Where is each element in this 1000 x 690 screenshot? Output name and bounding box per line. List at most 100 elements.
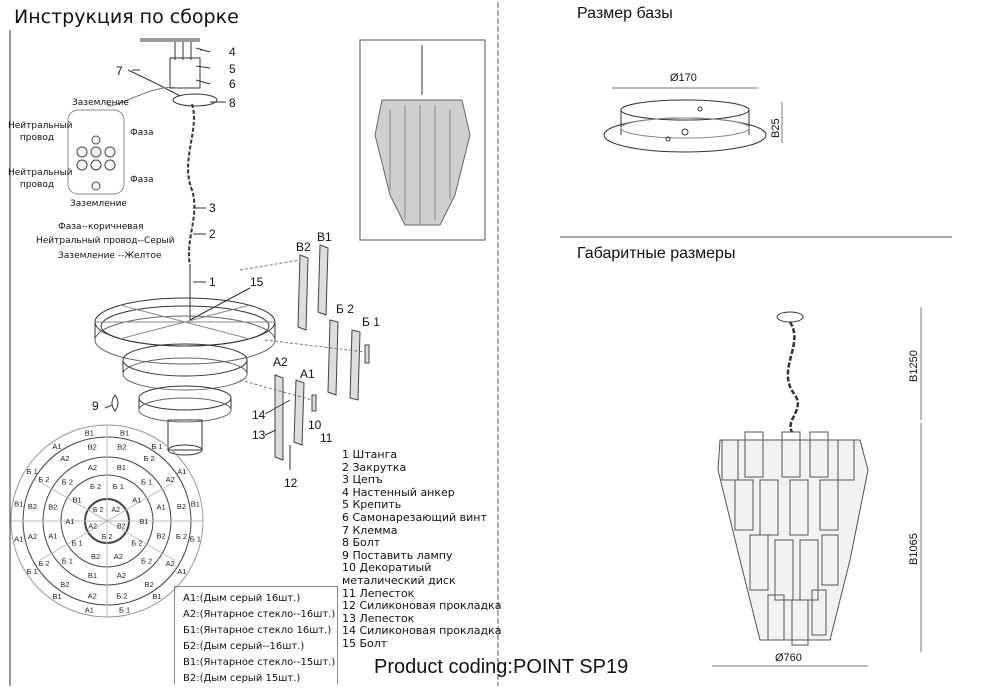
ring-petal-label: B1 — [14, 499, 23, 508]
dim-base-diameter: Ø170 — [670, 72, 697, 84]
callout-1: 1 — [209, 275, 216, 289]
ring-petal-label: A1 — [48, 532, 57, 541]
parts-list-item: 9 Поставить лампу — [342, 548, 453, 562]
ring-petal-label: A2 — [88, 592, 97, 601]
glass-legend: A1:(Дым серый 16шт.)A2:(Янтарное стекло-… — [174, 586, 338, 684]
ring-petal-label: Б 1 — [141, 477, 152, 486]
wiring-phase-top: Фаза — [130, 128, 154, 138]
callout-leaders — [104, 47, 291, 470]
ring-petal-label: Б 1 — [119, 605, 130, 614]
petal-label-be2: Б 2 — [336, 302, 354, 316]
product-photo — [374, 45, 471, 226]
ring-petal-label: A2 — [166, 559, 175, 568]
terminal-screws — [76, 135, 116, 191]
dim-body-diameter: Ø760 — [775, 652, 802, 664]
ring-petal-label: Б 2 — [144, 454, 155, 463]
parts-list-item: 2 Закрутка — [342, 460, 407, 474]
callout-7: 7 — [116, 64, 123, 78]
wiring-ground-bottom: Заземление — [70, 199, 127, 209]
wiring-ground-top: Заземление — [72, 98, 129, 108]
ring-petal-label: B1 — [85, 429, 94, 438]
ring-petal-label: A2 — [88, 463, 97, 472]
ring-petal-label: Б 2 — [116, 592, 127, 601]
parts-list-item: 1 Штанга — [342, 448, 398, 461]
ring-petal-label: B2 — [91, 552, 100, 561]
ring-petal-label: Б 1 — [62, 557, 73, 566]
ring-petal-label: A1 — [177, 467, 186, 476]
ring-petal-label: B1 — [139, 517, 148, 526]
glass-legend-item: Б1:(Янтарное стекло 16шт.) — [183, 625, 332, 636]
parts-list-item: 4 Настенный анкер — [342, 485, 455, 499]
ring-petal-label: Б 2 — [131, 539, 142, 548]
callout-8: 8 — [229, 96, 236, 110]
callout-11: 11 — [320, 431, 333, 445]
petals-exploded — [274, 244, 370, 461]
callout-10: 10 — [308, 418, 322, 432]
assembly-guides — [239, 259, 366, 401]
ring-petal-label: B2 — [117, 524, 126, 531]
ring-petal-label: Б 2 — [141, 557, 152, 566]
petal-label-b2: B2 — [296, 240, 311, 254]
base-drawing — [603, 87, 783, 153]
wiring-phase-bottom: Фаза — [130, 175, 154, 185]
glass-legend-item: Б2:(Дым серый--16шт.) — [183, 641, 305, 652]
ring-petal-label: B1 — [152, 592, 161, 601]
ring-petal-label: B1 — [191, 499, 200, 508]
ring-petal-label: Б 1 — [151, 442, 162, 451]
glass-legend-item: A2:(Янтарное стекло--16шт.) — [183, 609, 336, 620]
chain — [187, 103, 196, 266]
ring-petal-label: A2 — [60, 454, 69, 463]
parts-list-item: 15 Болт — [342, 636, 388, 650]
ring-petal-label: B1 — [52, 592, 61, 601]
ring-petal-label: B1 — [73, 495, 82, 504]
ring-petal-label: B2 — [48, 503, 57, 512]
ring-petal-label: A2 — [28, 532, 37, 541]
parts-list-item: 14 Силиконовая прокладка — [342, 624, 502, 638]
callout-2: 2 — [209, 227, 216, 241]
petal-label-b1: B1 — [317, 230, 332, 244]
petal-label-a1: A1 — [300, 367, 315, 381]
parts-list-item: 12 Силиконовая прокладка — [342, 599, 502, 613]
parts-list-item: металический диск — [342, 573, 456, 587]
ring-petal-label: Б 1 — [72, 539, 83, 548]
ring-petal-label: Б 2 — [93, 507, 104, 514]
parts-list-item: 11 Лепесток — [342, 586, 415, 600]
callout-4: 4 — [229, 45, 236, 59]
parts-list-item: 10 Декоратиый — [342, 561, 432, 575]
overall-drawing — [712, 307, 922, 667]
ring-petal-label: B2 — [60, 580, 69, 589]
ring-petal-label: B2 — [157, 532, 166, 541]
parts-list-item: 6 Самонарезающий винт — [342, 510, 487, 524]
parts-list-item: 3 Цепъ — [342, 473, 383, 487]
ring-petal-label: Б 2 — [176, 532, 187, 541]
ring-petal-label: A2 — [166, 475, 175, 484]
ring-petal-label: A1 — [65, 517, 74, 526]
bulb — [111, 394, 119, 412]
ring-petal-label: A1 — [52, 442, 61, 451]
callout-9: 9 — [92, 399, 99, 413]
ring-petal-label: Б 2 — [62, 477, 73, 486]
instruction-title: Инструкция по сборке — [14, 6, 239, 28]
dim-total-height: B1250 — [908, 350, 920, 382]
ring-petal-label: A2 — [112, 507, 121, 514]
glass-legend-item: B1:(Янтарное стекло--15шт.) — [183, 657, 336, 668]
ring-petal-label: Б 1 — [27, 567, 38, 576]
dim-body-height: B1065 — [908, 533, 920, 565]
callout-15: 15 — [250, 275, 264, 289]
callout-13: 13 — [252, 428, 266, 442]
ring-petal-label: Б 2 — [90, 482, 101, 491]
ring-petal-label: A2 — [114, 552, 123, 561]
ring-petal-label: A2 — [117, 571, 126, 580]
base-size-title: Размер базы — [577, 5, 673, 22]
callout-12: 12 — [284, 476, 298, 490]
ring-petal-label: B2 — [177, 502, 186, 511]
parts-list-item: 7 Клемма — [342, 523, 398, 537]
ring-petal-label: A1 — [85, 605, 94, 614]
ring-petal-label: B2 — [145, 580, 154, 589]
ring-petal-label: B2 — [88, 443, 97, 452]
ring-petal-label: A2 — [88, 524, 97, 531]
ring-petal-label: A1 — [14, 535, 23, 544]
